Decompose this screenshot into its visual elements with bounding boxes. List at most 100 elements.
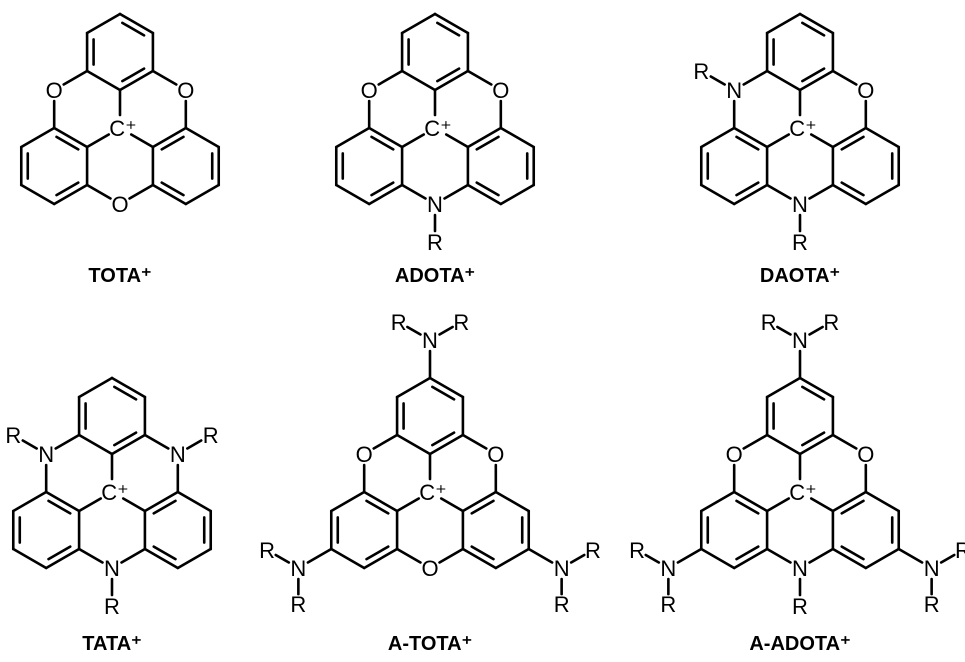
ring-bond — [466, 183, 503, 206]
amino-substituent-bond — [776, 325, 792, 336]
nitrogen-bridge-label: N — [792, 192, 808, 217]
r-substituent-label: R — [259, 538, 275, 563]
ring-bond — [831, 126, 868, 149]
oxygen-bridge-label: O — [726, 442, 743, 467]
ring-bond — [395, 376, 432, 399]
central-bond — [809, 497, 835, 513]
oxygen-bridge-label: O — [111, 192, 128, 217]
ring-bond — [433, 12, 470, 35]
amino-bond — [676, 547, 703, 564]
central-bond — [444, 133, 470, 149]
ring-bond — [77, 376, 114, 399]
aromatic-inner-bond — [365, 545, 390, 561]
ring-bond — [19, 126, 56, 149]
bridge-bond — [742, 433, 769, 450]
ring-bond — [732, 126, 769, 149]
central-carbocation-label: C⁺ — [419, 480, 447, 505]
bridge-bond — [461, 433, 488, 450]
aromatic-inner-bond — [47, 545, 72, 561]
ring-bond — [864, 126, 901, 149]
aromatic-inner-bond — [801, 431, 826, 447]
ring-bond — [499, 183, 536, 206]
r-substituent-label: R — [660, 592, 676, 617]
ring-bond — [329, 490, 366, 513]
ring-bond — [461, 490, 498, 513]
r-substituent-label: R — [823, 310, 839, 335]
caption-a-adota: A-ADOTA⁺ — [749, 633, 850, 655]
oxygen-bridge-label: O — [177, 78, 194, 103]
nitrogen-bridge-label: N — [726, 78, 742, 103]
bridge-bond — [151, 69, 178, 86]
bridge-bond — [54, 433, 81, 450]
caption-adota: ADOTA⁺ — [395, 265, 475, 287]
nitrogen-bridge-label: N — [104, 556, 120, 581]
ring-bond — [466, 126, 503, 149]
n-substituent-bond — [709, 75, 726, 86]
nitrogen-bridge-label: N — [792, 556, 808, 581]
n-substituent-bond — [186, 439, 203, 450]
ring-bond — [400, 12, 437, 35]
amino-substituent-bond — [644, 553, 661, 564]
aromatic-inner-bond — [470, 499, 495, 515]
ring-bond — [11, 547, 48, 570]
aromatic-inner-bond — [370, 181, 395, 197]
ring-bond — [334, 126, 371, 149]
r-substituent-label: R — [792, 230, 808, 255]
aromatic-inner-bond — [152, 545, 177, 561]
central-bond — [77, 497, 103, 513]
central-bond — [809, 133, 835, 149]
aromatic-inner-bond — [436, 67, 461, 83]
amino-bond — [897, 547, 924, 564]
aromatic-inner-bond — [113, 431, 138, 447]
aromatic-inner-bond — [801, 67, 826, 83]
bridge-bond — [765, 183, 792, 200]
ring-bond — [494, 490, 531, 513]
ring-bond — [52, 183, 89, 206]
oxygen-bridge-label: O — [46, 78, 63, 103]
central-bond — [765, 497, 791, 513]
amino-bond — [527, 547, 554, 564]
ring-bond — [184, 183, 221, 206]
ring-bond — [110, 433, 147, 456]
aromatic-inner-bond — [840, 499, 865, 515]
bridge-bond — [85, 183, 112, 200]
aromatic-inner-bond — [735, 545, 760, 561]
ring-bond — [798, 12, 835, 35]
ring-bond — [85, 69, 122, 92]
ring-bond — [11, 490, 48, 513]
r-substituent-label: R — [203, 423, 219, 448]
central-bond — [400, 133, 426, 149]
aromatic-inner-bond — [470, 545, 495, 561]
r-substituent-label: R — [585, 538, 601, 563]
central-carbocation-label: C⁺ — [424, 116, 452, 141]
r-substituent-label: R — [761, 310, 777, 335]
aromatic-inner-bond — [735, 135, 760, 151]
aromatic-inner-bond — [475, 181, 500, 197]
r-substituent-label: R — [955, 538, 965, 563]
oxygen-bridge-label: O — [857, 442, 874, 467]
nitrogen-bridge-label: N — [170, 442, 186, 467]
bridge-bond — [128, 183, 155, 200]
bridge-bond — [831, 69, 858, 86]
ring-bond — [143, 490, 180, 513]
caption-tota: TOTA⁺ — [88, 265, 151, 287]
aromatic-inner-bond — [801, 385, 826, 401]
amino-bond — [306, 547, 333, 564]
central-carbocation-label: C⁺ — [789, 480, 817, 505]
amino-nitrogen-label: N — [554, 556, 570, 581]
oxygen-bridge-label: O — [857, 78, 874, 103]
r-substituent-label: R — [391, 310, 407, 335]
aromatic-inner-bond — [55, 135, 80, 151]
ring-bond — [732, 547, 769, 570]
central-bond — [395, 497, 421, 513]
caption-a-tota: A-TOTA⁺ — [388, 633, 472, 655]
aromatic-inner-bond — [370, 135, 395, 151]
aromatic-inner-bond — [840, 181, 865, 197]
aromatic-inner-bond — [152, 499, 177, 515]
ring-bond — [699, 126, 736, 149]
bridge-bond — [372, 433, 399, 450]
aromatic-inner-bond — [735, 181, 760, 197]
central-bond — [439, 497, 465, 513]
